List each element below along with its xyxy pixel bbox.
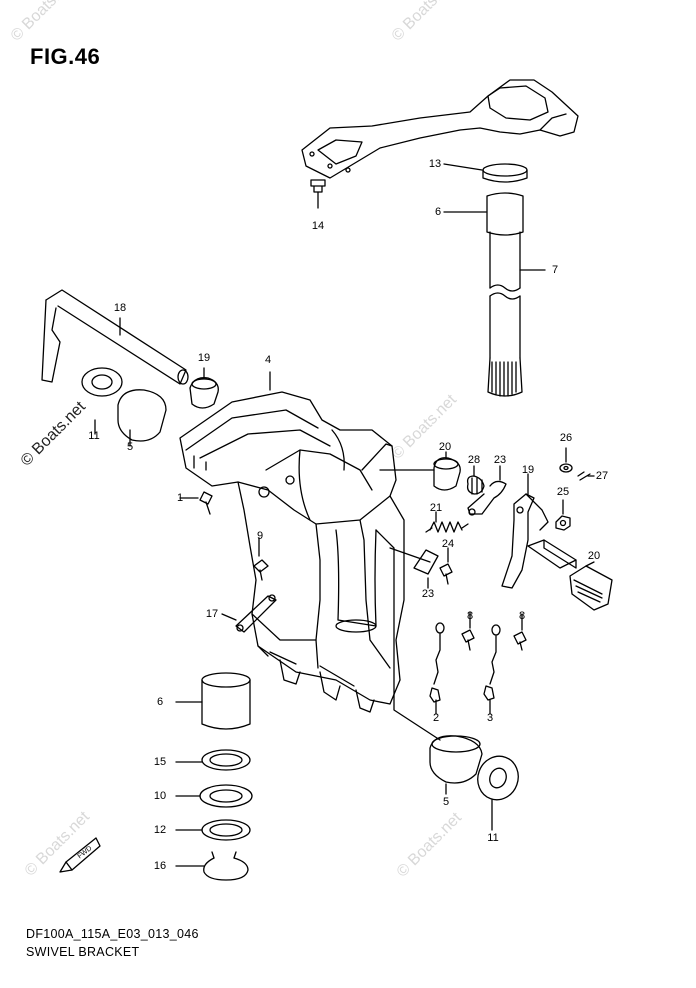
bushing-11-right bbox=[477, 755, 519, 831]
tilt-pin bbox=[41, 289, 189, 385]
callout-6: 6 bbox=[434, 206, 442, 218]
grip-20 bbox=[569, 561, 613, 611]
callout-12: 12 bbox=[153, 824, 167, 836]
callout-20: 20 bbox=[587, 550, 601, 562]
callout-16: 17 bbox=[205, 608, 219, 620]
bushing-11-left bbox=[81, 367, 123, 435]
tilt-lever-18 bbox=[501, 473, 549, 589]
lead-wire-2 bbox=[429, 622, 445, 715]
swivel-bracket bbox=[179, 371, 405, 713]
callout-5: 5 bbox=[126, 441, 134, 453]
callout-19: 19 bbox=[197, 352, 211, 364]
callout-27: 27 bbox=[595, 470, 609, 482]
callout-15: 16 bbox=[153, 860, 167, 872]
model-code: DF100A_115A_E03_013_046 bbox=[26, 927, 199, 941]
callout-17: 18 bbox=[113, 302, 127, 314]
callout-7: 7 bbox=[551, 264, 559, 276]
washer-26 bbox=[559, 447, 573, 473]
bolt-8-left bbox=[461, 611, 475, 651]
callout-26: 26 bbox=[559, 432, 573, 444]
callout-11: 11 bbox=[88, 430, 100, 442]
bush-19-right bbox=[433, 451, 461, 491]
tilt-lever-plate bbox=[527, 539, 577, 569]
callout-3: 3 bbox=[486, 712, 494, 724]
bolt-9 bbox=[253, 537, 269, 581]
lead-wire-3 bbox=[483, 624, 501, 715]
bush-6-lower bbox=[175, 672, 251, 730]
bolt-24 bbox=[439, 547, 453, 585]
callout-18: 19 bbox=[521, 464, 535, 476]
plate-16 bbox=[221, 594, 277, 633]
callout-13: 14 bbox=[311, 220, 325, 232]
callout-11: 11 bbox=[487, 832, 499, 844]
spring-21 bbox=[425, 511, 469, 533]
callout-6: 6 bbox=[156, 696, 164, 708]
washer-12 bbox=[175, 819, 251, 841]
callout-22: 23 bbox=[493, 454, 507, 466]
callout-9: 9 bbox=[256, 530, 264, 542]
callout-8: 8 bbox=[466, 610, 474, 622]
nut-25 bbox=[555, 499, 571, 531]
callout-25: 25 bbox=[556, 486, 570, 498]
callout-12: 13 bbox=[428, 158, 442, 170]
callout-19: 20 bbox=[438, 441, 452, 453]
callout-23: 23 bbox=[421, 588, 435, 600]
callout-2: 2 bbox=[432, 712, 440, 724]
collar-5-right bbox=[429, 735, 483, 795]
callout-8: 8 bbox=[518, 610, 526, 622]
leader-line bbox=[389, 547, 431, 563]
spring-28 bbox=[466, 465, 485, 495]
clip-23 bbox=[413, 549, 439, 589]
steering-arm bbox=[301, 79, 579, 179]
steering-shaft bbox=[482, 163, 528, 397]
leader-line bbox=[443, 163, 483, 171]
callout-21: 21 bbox=[429, 502, 443, 514]
circlip-15 bbox=[175, 851, 249, 881]
bolt-8-right bbox=[513, 613, 527, 651]
callout-28: 28 bbox=[467, 454, 481, 466]
callout-1: 1 bbox=[176, 492, 184, 504]
fwd-arrow-icon: FWD bbox=[59, 837, 101, 873]
callout-10: 10 bbox=[153, 790, 167, 802]
bolt-1 bbox=[179, 491, 213, 515]
callout-24: 24 bbox=[441, 538, 455, 550]
leader-line bbox=[375, 529, 441, 741]
bush-19-left bbox=[189, 367, 219, 409]
bolt-13 bbox=[310, 179, 326, 193]
callout-14: 15 bbox=[153, 756, 167, 768]
callout-4: 4 bbox=[264, 354, 272, 366]
pin-27 bbox=[577, 471, 595, 481]
washer-14 bbox=[175, 749, 251, 771]
lock-lever-22 bbox=[467, 465, 507, 516]
callout-5: 5 bbox=[442, 796, 450, 808]
figure-label: FIG.46 bbox=[30, 44, 101, 69]
figure-caption: SWIVEL BRACKET bbox=[26, 945, 140, 959]
washer-10 bbox=[175, 784, 253, 808]
collar-5-left bbox=[117, 389, 167, 447]
